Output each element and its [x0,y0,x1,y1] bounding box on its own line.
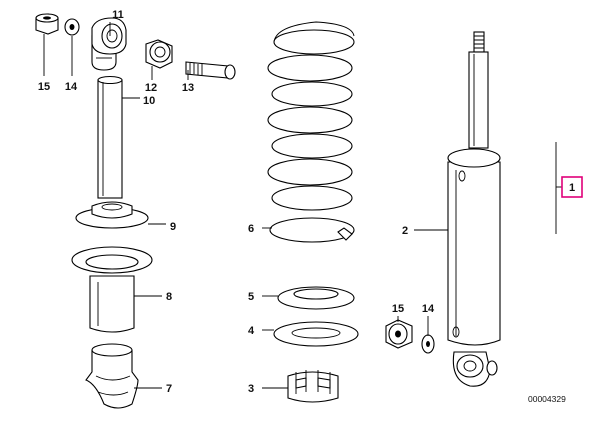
washer-bottom [421,334,435,354]
callout-13: 13 [182,82,194,94]
callout-1: 1 [569,182,575,194]
dust-cover [71,246,153,333]
callout-6: 6 [248,223,254,235]
bushing [145,39,173,69]
document-number: 00004329 [528,394,566,404]
callout-5: 5 [248,291,254,303]
coil-spring [267,21,355,243]
callout-8: 8 [166,291,172,303]
hex-nut-top [35,13,59,35]
callout-14-top: 14 [65,81,78,93]
callout-15-top: 15 [38,81,50,93]
callout-labels: 15 14 11 12 13 10 9 8 7 6 5 4 3 2 15 14 … [38,9,583,404]
hex-nut-bottom [385,319,413,349]
ring-washer [273,321,359,347]
shock-absorber [447,31,501,387]
callout-10: 10 [143,95,155,107]
callout-3: 3 [248,383,254,395]
callout-14-bottom: 14 [422,303,435,315]
callout-12: 12 [145,82,157,94]
bolt [185,61,236,80]
callout-15-bottom: 15 [392,303,404,315]
spacer-tube [97,75,123,199]
leader-lines [43,22,562,389]
callout-1-highlight-box [561,176,583,198]
callout-4: 4 [248,325,255,337]
upper-spring-cup [75,201,149,229]
callout-7: 7 [166,383,172,395]
bump-stop [85,343,139,409]
washer-top [64,18,80,36]
callout-2: 2 [402,225,408,237]
callout-9: 9 [170,221,176,233]
retainer-clip [287,370,339,403]
spring-pad [277,286,355,310]
eye-mount [91,17,127,71]
callout-11: 11 [112,9,124,21]
